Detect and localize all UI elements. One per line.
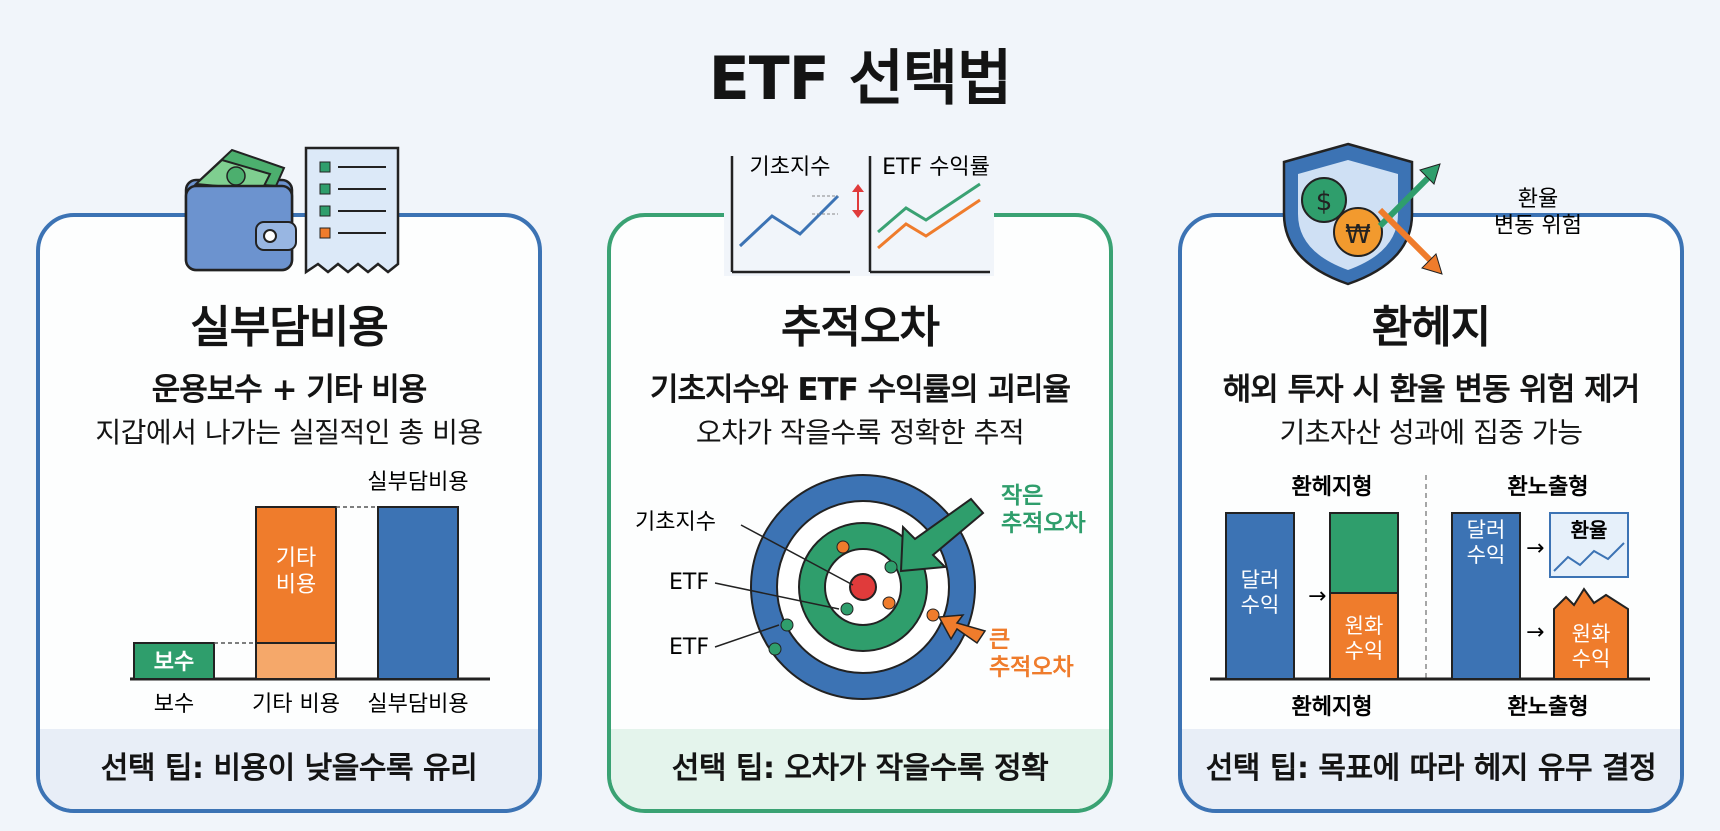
arrow-glyph: → — [1526, 536, 1544, 561]
axis-label: 기타 비용 — [252, 692, 340, 717]
bar-label-text: 원화 — [1345, 614, 1384, 638]
axis-label: 실부담비용 — [367, 692, 468, 717]
large-error-arrow — [937, 614, 987, 645]
bar-label: 보수 — [154, 650, 194, 675]
target-label: ETF — [669, 570, 709, 595]
etf-dot — [926, 608, 940, 622]
mini-chart-label: 기초지수 — [750, 155, 831, 180]
bar-label-text: 원화 — [1572, 622, 1611, 646]
text-line: 추적오차 — [1001, 511, 1086, 537]
total-cost-bar — [377, 506, 459, 680]
large-error-text: 큰 — [989, 627, 1010, 653]
dollar-return-bar — [1451, 512, 1521, 680]
arrow-glyph: → — [1308, 584, 1326, 609]
hedge-part-bar — [1329, 512, 1399, 594]
axis-label: 보수 — [154, 692, 194, 717]
hedged-header: 환헤지형 — [1292, 475, 1373, 500]
currency-hedge-panel: 환헤지 해외 투자 시 환율 변동 위험 제거 기초자산 성과에 집중 가능 환… — [1178, 213, 1684, 813]
etf-dot — [780, 618, 794, 632]
text-line: 비용 — [276, 572, 316, 597]
unhedged-header: 환노출형 — [1508, 475, 1589, 500]
leader-line — [714, 582, 840, 610]
etf-dot — [882, 596, 896, 610]
bar-label-line: 기타 — [276, 546, 316, 571]
panel-description: 오차가 작을수록 정확한 추적 — [695, 416, 1025, 449]
fee-part-bar — [255, 642, 337, 680]
panel-subtitle: 운용보수 + 기타 비용 — [151, 372, 428, 408]
target-label: ETF — [669, 635, 709, 660]
panel-description: 기초자산 성과에 집중 가능 — [1279, 416, 1583, 449]
unhedged-footer: 환노출형 — [1508, 695, 1589, 720]
won-return-bar — [1329, 592, 1399, 680]
leader-line — [740, 524, 854, 586]
tip-bar: 선택 팁: 비용이 낮을수록 유리 — [40, 729, 538, 809]
etf-dot — [768, 642, 782, 656]
bar-label-text: 달러 — [1467, 518, 1506, 542]
panel-title: 환헤지 — [1371, 302, 1491, 353]
panel-title: 실부담비용 — [190, 302, 388, 353]
page-title: ETF 선택법 — [708, 44, 1012, 114]
target-bullseye — [849, 573, 877, 601]
fx-line — [1553, 542, 1625, 572]
won-return-bar — [1553, 587, 1629, 680]
etf-dot — [836, 540, 850, 554]
tip-bar: 선택 팁: 목표에 따라 헤지 유무 결정 — [1182, 729, 1680, 809]
fee-bar — [133, 642, 215, 680]
text-line: 추적오차 — [989, 655, 1074, 681]
etf-dot — [840, 602, 854, 616]
arrow-glyph: → — [1526, 620, 1544, 645]
bar-label-text: 달러 — [1241, 568, 1280, 592]
tracking-error-panel: 추적오차 기초지수와 ETF 수익률의 괴리율 오차가 작을수록 정확한 추적 … — [607, 213, 1113, 813]
panel-subtitle: 해외 투자 시 환율 변동 위험 제거 — [1222, 372, 1641, 408]
dollar-return-bar — [1225, 512, 1295, 680]
mini-chart-label: ETF 수익률 — [882, 155, 990, 180]
text-line: 수익 — [1467, 543, 1506, 567]
fx-box — [1549, 512, 1629, 578]
panel-title: 추적오차 — [781, 302, 940, 353]
other-cost-bar — [255, 506, 337, 644]
fx-label: 환율 — [1571, 518, 1608, 542]
tip-bar: 선택 팁: 오차가 작을수록 정확 — [611, 729, 1109, 809]
small-error-text: 작은 — [1001, 483, 1043, 509]
leader-line — [714, 624, 780, 648]
fx-risk-text: 환율 — [1518, 187, 1558, 212]
etf-dot — [884, 560, 898, 574]
text-line: 수익 — [1345, 639, 1384, 663]
bar-top-label: 실부담비용 — [367, 470, 468, 495]
panel-subtitle: 기초지수와 ETF 수익률의 괴리율 — [649, 372, 1071, 408]
text-line: 수익 — [1241, 593, 1280, 617]
panel-description: 지갑에서 나가는 실질적인 총 비용 — [95, 416, 483, 449]
expense-panel: 실부담비용 운용보수 + 기타 비용 지갑에서 나가는 실질적인 총 비용 보수… — [36, 213, 542, 813]
hedged-footer: 환헤지형 — [1292, 695, 1373, 720]
text-line: 수익 — [1572, 647, 1611, 671]
target-label: 기초지수 — [635, 510, 716, 535]
small-error-arrow — [899, 497, 985, 573]
